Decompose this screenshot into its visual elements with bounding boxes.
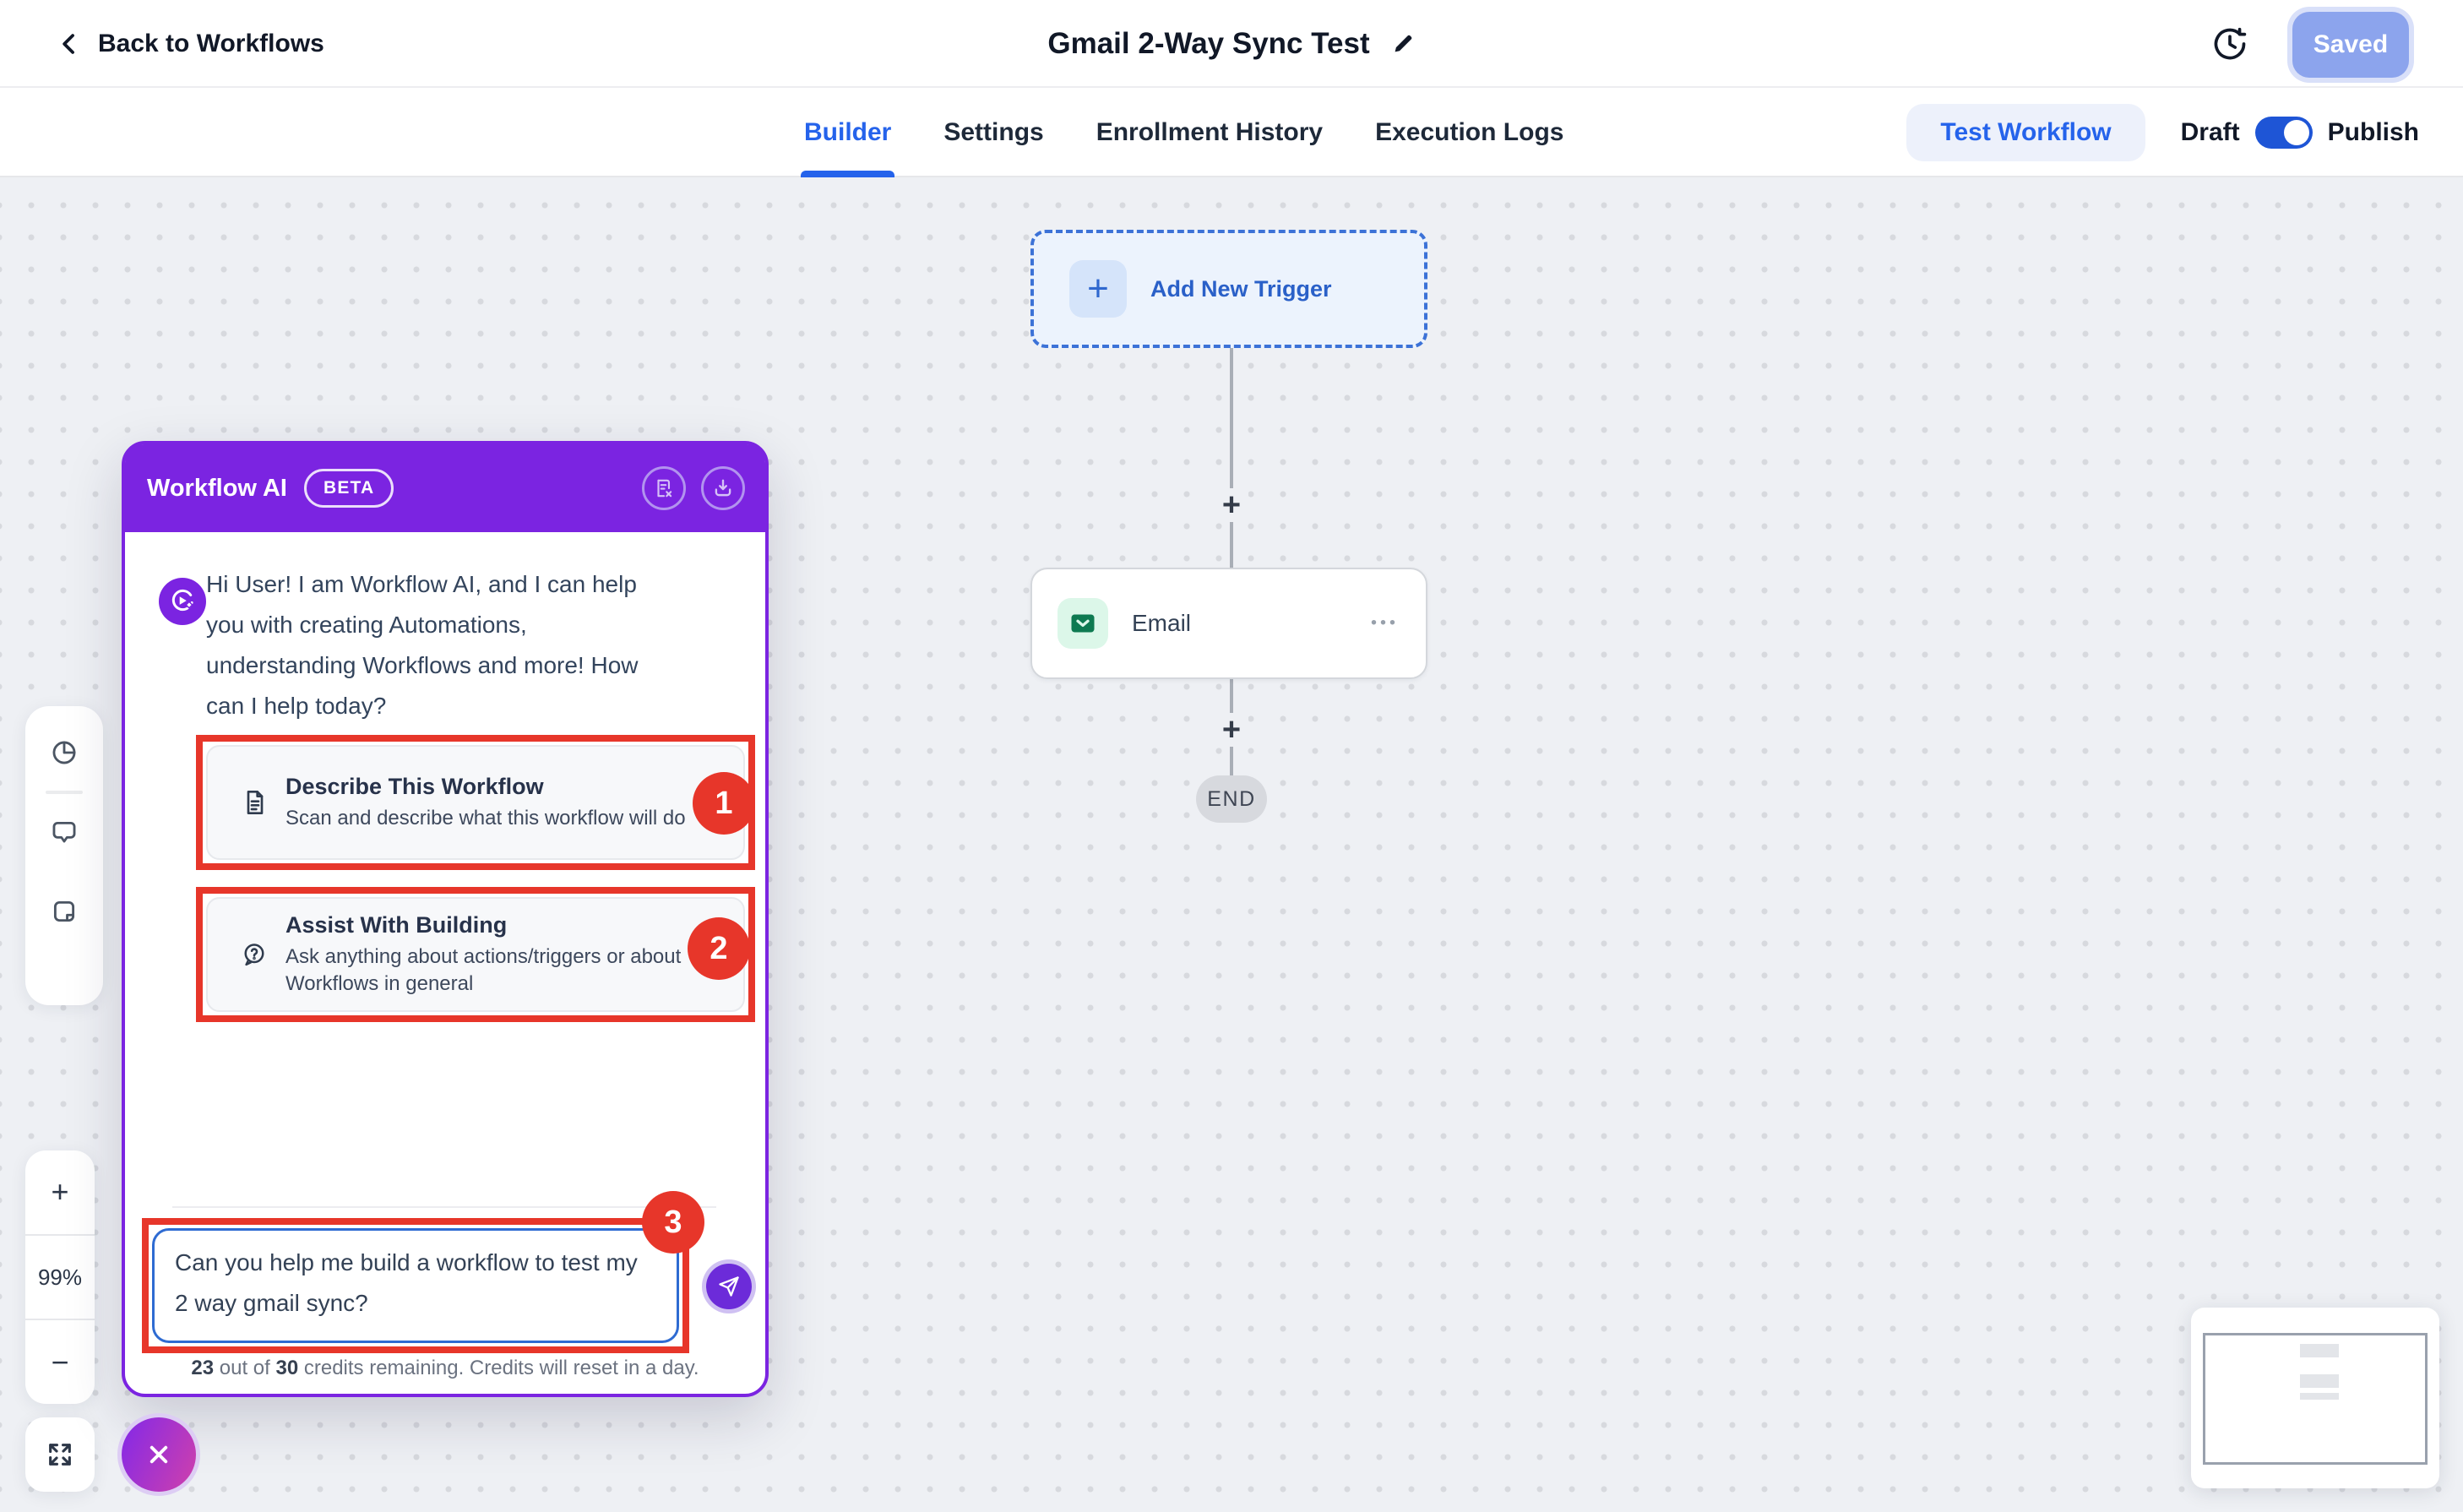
close-icon — [150, 1445, 168, 1464]
tab-builder[interactable]: Builder — [801, 88, 894, 177]
workflow-title: Gmail 2-Way Sync Test — [1047, 27, 1370, 60]
document-icon — [247, 791, 264, 814]
tab-execution-logs[interactable]: Execution Logs — [1375, 118, 1564, 146]
tab-enrollment-history[interactable]: Enrollment History — [1096, 118, 1324, 146]
email-node[interactable]: Email ••• — [1030, 568, 1427, 679]
toggle-knob — [2283, 120, 2309, 145]
back-label: Back to Workflows — [98, 30, 324, 57]
email-node-label: Email — [1132, 610, 1192, 636]
minimap[interactable] — [2191, 1308, 2439, 1488]
describe-workflow-description: Scan and describe what this workflow wil… — [285, 806, 686, 829]
minimap-viewport[interactable] — [2203, 1333, 2428, 1465]
annotation-badge-3: 3 — [642, 1191, 704, 1254]
send-icon — [719, 1276, 739, 1297]
version-history-icon[interactable] — [2211, 25, 2248, 63]
draft-publish-toggle[interactable] — [2254, 117, 2313, 149]
describe-workflow-option[interactable]: Describe This Workflow Scan and describe… — [196, 735, 755, 870]
test-workflow-button[interactable]: Test Workflow — [1906, 104, 2145, 161]
assistant-greeting: Hi User! I am Workflow AI, and I can hel… — [206, 571, 639, 719]
describe-workflow-title: Describe This Workflow — [285, 773, 544, 799]
workflow-ai-panel: Workflow AI BETA — [122, 441, 769, 1397]
back-to-workflows-button[interactable]: Back to Workflows — [57, 0, 324, 88]
tab-settings[interactable]: Settings — [943, 118, 1044, 146]
input-divider — [172, 1206, 716, 1208]
chevron-left-icon — [63, 34, 74, 54]
assist-building-title: Assist With Building — [285, 911, 508, 938]
minimap-node — [2300, 1393, 2339, 1400]
minimap-node — [2300, 1374, 2339, 1388]
credits-text: credits remaining. Credits will reset in… — [298, 1357, 699, 1379]
tab-bar: Builder Settings Enrollment History Exec… — [0, 88, 2463, 177]
edit-pencil-icon[interactable] — [1390, 31, 1416, 57]
saved-button[interactable]: Saved — [2292, 12, 2409, 78]
email-icon — [1058, 598, 1108, 649]
download-icon — [715, 479, 731, 497]
credits-remaining: 23 — [191, 1357, 215, 1379]
prompt-annotation-box: Can you help me build a workflow to test… — [142, 1218, 689, 1353]
assist-building-option[interactable]: Assist With Building Ask anything about … — [196, 887, 755, 1022]
add-step-plus-icon[interactable]: + — [1215, 487, 1248, 523]
publish-label: Publish — [2327, 118, 2419, 146]
assistant-avatar-icon — [159, 578, 206, 625]
question-bubble-icon — [244, 944, 264, 966]
annotation-badge-2: 2 — [688, 917, 750, 980]
toolbar-divider — [46, 791, 83, 794]
connector-line-trigger-email — [1230, 348, 1233, 568]
download-chat-button[interactable] — [701, 466, 745, 510]
add-new-trigger-button[interactable]: + Add New Trigger — [1030, 230, 1427, 348]
clear-chat-button[interactable] — [642, 466, 686, 510]
assistant-prompt-input[interactable]: Can you help me build a workflow to test… — [152, 1228, 679, 1343]
expand-icon — [49, 1444, 71, 1466]
send-message-button[interactable] — [706, 1264, 752, 1309]
add-step-plus-icon[interactable]: + — [1215, 712, 1248, 748]
assist-building-description: Ask anything about actions/triggers or a… — [285, 944, 682, 995]
clear-chat-icon — [657, 479, 672, 498]
zoom-out-button[interactable]: − — [51, 1344, 69, 1379]
workflow-ai-title: Workflow AI — [147, 474, 287, 502]
zoom-controls: + 99% − — [25, 1150, 95, 1404]
canvas-side-toolbar — [25, 706, 103, 1005]
tabs: Builder Settings Enrollment History Exec… — [801, 88, 1564, 177]
comment-bubble-icon[interactable] — [50, 818, 79, 846]
top-bar: Back to Workflows Gmail 2-Way Sync Test … — [0, 0, 2463, 88]
end-node: END — [1196, 775, 1267, 823]
plus-icon: + — [1069, 260, 1127, 318]
minimap-node — [2300, 1344, 2339, 1357]
tab-actions: Test Workflow Draft Publish — [1906, 88, 2419, 177]
credits-status: 23 out of 30 credits remaining. Credits … — [125, 1357, 765, 1380]
add-new-trigger-label: Add New Trigger — [1150, 275, 1332, 302]
beta-badge: BETA — [303, 469, 394, 508]
fit-view-button[interactable] — [25, 1417, 95, 1492]
node-menu-ellipsis-icon[interactable]: ••• — [1370, 613, 1399, 633]
zoom-in-button[interactable]: + — [51, 1174, 69, 1210]
workflow-ai-header: Workflow AI BETA — [125, 444, 765, 532]
sticky-note-icon[interactable] — [50, 897, 79, 926]
credits-text: out of — [214, 1357, 276, 1379]
close-assistant-button[interactable] — [122, 1417, 196, 1492]
zoom-level: 99% — [25, 1233, 95, 1321]
credits-total: 30 — [275, 1357, 299, 1379]
stats-pie-icon[interactable] — [50, 738, 79, 767]
workflow-title-wrap: Gmail 2-Way Sync Test — [0, 0, 2463, 88]
draft-label: Draft — [2180, 118, 2240, 146]
annotation-badge-1: 1 — [693, 772, 755, 835]
